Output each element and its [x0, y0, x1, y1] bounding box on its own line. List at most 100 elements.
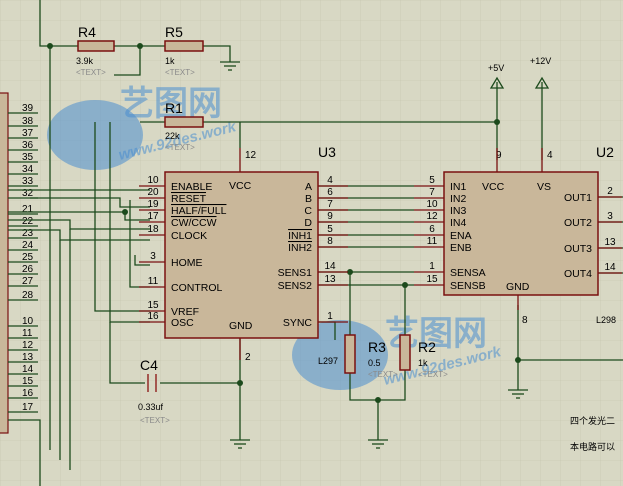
chip-u3[interactable]: U3 VCC 12 GND 2 L297 10ENABLE20RESET19HA… — [139, 144, 348, 366]
u3-pin-18-num: 18 — [147, 224, 159, 235]
power-5v: +5V — [488, 63, 504, 89]
capacitor-c4[interactable]: C4 0.33uf <TEXT> — [138, 357, 170, 425]
connector-pin-28-label: 28 — [22, 290, 34, 301]
note-line-1: 四个发光二 — [570, 415, 615, 426]
c4-ref: C4 — [140, 357, 158, 373]
u3-pin-9-num: 9 — [327, 211, 333, 222]
u2-pin-7-name: IN2 — [450, 193, 467, 205]
u3-pin-8-num: 8 — [327, 236, 333, 247]
connector-pin-34-label: 34 — [22, 164, 34, 175]
u2-pin-11-name: ENB — [450, 242, 472, 254]
u3-pin-14-name: SENS1 — [278, 267, 313, 279]
u2-vcc-label: VCC — [482, 181, 505, 193]
u3-pin-17-num: 17 — [147, 211, 159, 222]
u3-pin-6-name: B — [305, 193, 312, 205]
u3-pin-3-name: HOME — [171, 257, 203, 269]
chip-u2[interactable]: U2 VCC 9 VS 4 GND 8 L298 5IN17IN210IN312… — [414, 144, 622, 326]
power-5v-label: +5V — [488, 63, 504, 73]
u3-pin-5-name: INH1 — [288, 230, 312, 242]
r3-value: 0.5 — [368, 358, 381, 368]
connector-pin-27-label: 27 — [22, 276, 34, 287]
u2-pin-2-num: 2 — [607, 186, 613, 197]
r2-text: <TEXT> — [418, 370, 448, 379]
connector-pin-11-label: 11 — [22, 328, 33, 339]
note-line-2: 本电路可以 — [570, 441, 615, 452]
u2-pin-1-name: SENSA — [450, 267, 486, 279]
r2-value: 1k — [418, 358, 428, 368]
resistor-r4[interactable]: R4 3.9k <TEXT> — [76, 24, 115, 77]
u3-pin-19-num: 19 — [147, 199, 159, 210]
power-12v-label: +12V — [530, 56, 551, 66]
u3-pin-16-num: 16 — [147, 311, 159, 322]
junction-dots — [47, 43, 521, 403]
connector-pin-labels: 3938373635343332212223242526272810111213… — [8, 103, 38, 413]
u2-pin-1-num: 1 — [429, 261, 435, 272]
u2-pin-13-num: 13 — [604, 237, 616, 248]
u3-pin-17-name: CW/CCW — [171, 217, 217, 229]
u3-gnd-num: 2 — [245, 352, 251, 363]
connector-pin-32-label: 32 — [22, 188, 34, 199]
u3-pin-7-name: C — [304, 205, 312, 217]
c4-text: <TEXT> — [140, 416, 170, 425]
u2-pin-6-num: 6 — [429, 224, 435, 235]
u3-pin-1-name: SYNC — [283, 317, 313, 329]
r5-text: <TEXT> — [165, 68, 195, 77]
u2-pin-15-num: 15 — [426, 274, 438, 285]
resistor-r5[interactable]: R5 1k <TEXT> — [164, 24, 204, 77]
u2-pin-7-num: 7 — [429, 187, 435, 198]
ground-symbols — [230, 389, 528, 449]
u3-pin-19-name: HALF/FULL — [171, 205, 227, 217]
connector-pin-26-label: 26 — [22, 264, 34, 275]
r5-ref: R5 — [165, 24, 183, 40]
connector-pin-12-label: 12 — [22, 340, 34, 351]
connector-pin-37-label: 37 — [22, 128, 34, 139]
u2-pin-5-name: IN1 — [450, 181, 467, 193]
connector-pin-24-label: 24 — [22, 240, 34, 251]
u3-vcc-label: VCC — [229, 180, 252, 192]
u3-pin-13-name: SENS2 — [278, 280, 313, 292]
u3-gnd-label: GND — [229, 320, 253, 332]
resistor-r2[interactable]: R2 1k <TEXT> — [399, 334, 448, 379]
u3-pin-20-num: 20 — [147, 187, 159, 198]
u2-pin-10-num: 10 — [426, 199, 438, 210]
u3-vcc-num: 12 — [245, 150, 257, 161]
connector-pin-14-label: 14 — [22, 364, 34, 375]
u2-pin-11-num: 11 — [427, 236, 438, 247]
u2-pin-13-name: OUT3 — [564, 243, 592, 255]
r1-ref: R1 — [165, 100, 183, 116]
u2-pin-12-num: 12 — [426, 211, 438, 222]
u2-pin-2-name: OUT1 — [564, 192, 592, 204]
connector-pin-21-label: 21 — [22, 204, 34, 215]
u2-pin-5-num: 5 — [429, 175, 435, 186]
u2-pin-14-name: OUT4 — [564, 268, 592, 280]
u2-pin-14-num: 14 — [604, 262, 616, 273]
connector-pin-15-label: 15 — [22, 376, 34, 387]
u2-part: L298 — [596, 315, 616, 325]
connector-pin-38-label: 38 — [22, 116, 34, 127]
u2-pin-10-name: IN3 — [450, 205, 467, 217]
u2-pin-15-name: SENSB — [450, 280, 486, 292]
u2-vcc-num: 9 — [496, 150, 502, 161]
u3-ref: U3 — [318, 144, 336, 160]
resistor-r1[interactable]: R1 22k <TEXT> — [164, 100, 204, 152]
r1-text: <TEXT> — [165, 143, 195, 152]
u3-pin-11-name: CONTROL — [171, 282, 222, 294]
u3-pin-11-num: 11 — [148, 276, 159, 287]
r4-text: <TEXT> — [76, 68, 106, 77]
c4-value: 0.33uf — [138, 402, 164, 412]
u3-pin-13-num: 13 — [324, 274, 336, 285]
u2-pin-3-name: OUT2 — [564, 217, 592, 229]
u3-pin-16-name: OSC — [171, 317, 194, 329]
u2-vs-label: VS — [537, 181, 551, 193]
u3-pin-18-name: CLOCK — [171, 230, 207, 242]
u2-gnd-num: 8 — [522, 315, 528, 326]
connector-strip — [0, 92, 9, 434]
u3-pin-14-num: 14 — [324, 261, 336, 272]
u3-pin-1-num: 1 — [327, 311, 333, 322]
u3-left-pins: 10ENABLE20RESET19HALF/FULL17CW/CCW18CLOC… — [139, 175, 227, 329]
connector-pin-39-label: 39 — [22, 103, 34, 114]
resistor-r3[interactable]: R3 0.5 <TEXT> — [344, 334, 398, 379]
